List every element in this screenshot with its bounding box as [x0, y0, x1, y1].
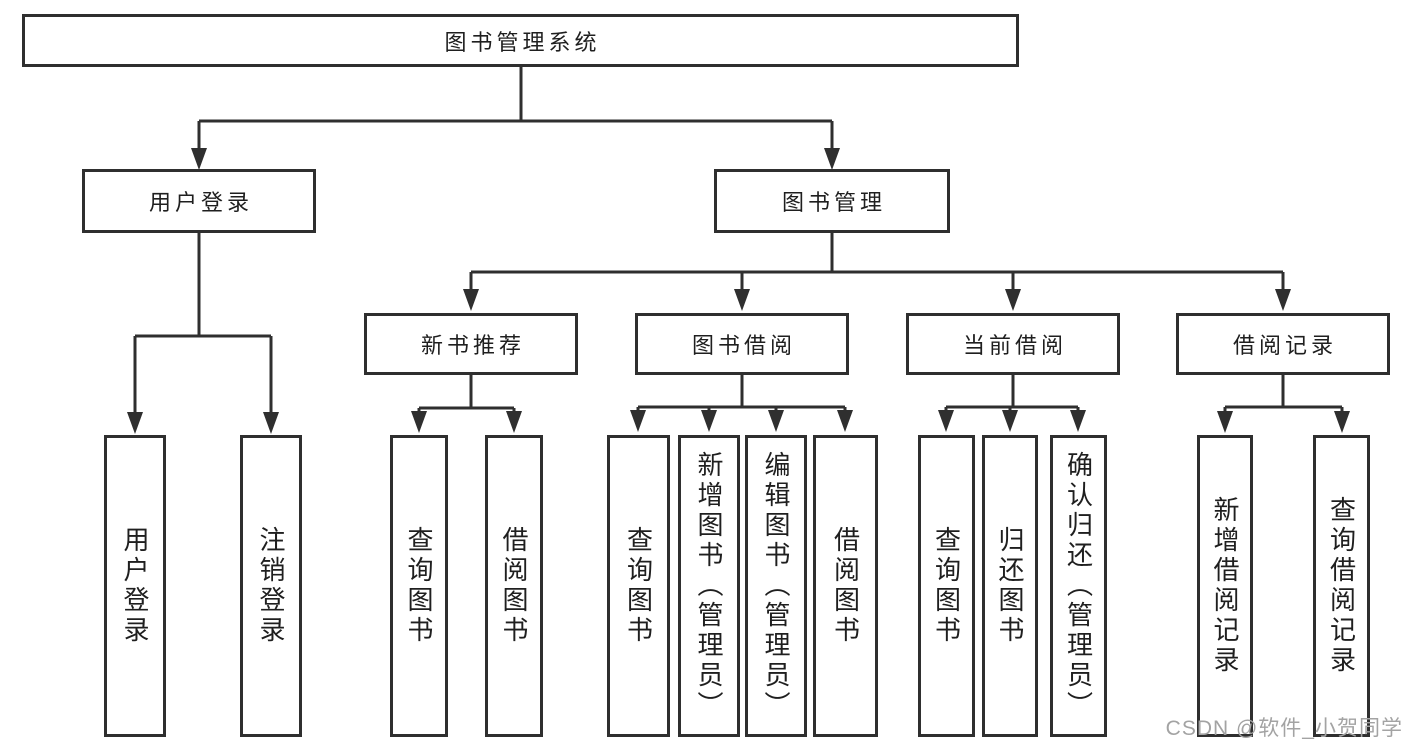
arrowhead	[938, 410, 1086, 432]
leaf-label: 查询借阅记录	[1326, 496, 1357, 676]
leaf-user-login: 用户登录	[104, 435, 166, 737]
leaf-label: 注销登录	[256, 526, 286, 646]
leaf-edit-books-admin: 编辑图书（管理员）	[745, 435, 807, 737]
node-current-borrow: 当前借阅	[906, 313, 1120, 375]
node-new-book-recommend: 新书推荐	[364, 313, 578, 375]
leaf-borrow-books-recommend: 借阅图书	[485, 435, 543, 737]
arrowhead	[411, 411, 522, 433]
leaf-label: 借阅图书	[830, 526, 861, 646]
node-book-borrow: 图书借阅	[635, 313, 849, 375]
node-borrow-records: 借阅记录	[1176, 313, 1390, 375]
leaf-label: 新增图书（管理员）	[694, 451, 724, 721]
connector-recommend-group	[411, 375, 522, 433]
connector-book-management-to-level3	[463, 233, 1291, 311]
node-user-login: 用户登录	[82, 169, 316, 233]
connector-borrow-group	[630, 375, 853, 432]
leaf-label: 归还图书	[995, 526, 1025, 646]
csdn-watermark: CSDN @软件_小贺同学	[1165, 717, 1403, 740]
node-root-library-system: 图书管理系统	[22, 14, 1019, 67]
connector-root-to-level2	[191, 66, 840, 170]
leaf-label: 编辑图书（管理员）	[761, 451, 791, 721]
connector-current-group	[938, 375, 1086, 432]
leaf-label: 查询图书	[404, 526, 434, 646]
leaf-add-books-admin: 新增图书（管理员）	[678, 435, 740, 737]
arrowhead	[191, 148, 840, 170]
leaf-return-books: 归还图书	[982, 435, 1038, 737]
arrowhead	[1217, 411, 1350, 433]
leaf-confirm-return-admin: 确认归还（管理员）	[1050, 435, 1107, 737]
leaf-logout: 注销登录	[240, 435, 302, 737]
leaf-query-books-borrow: 查询图书	[607, 435, 670, 737]
connector-user-login-group	[127, 233, 279, 434]
leaf-label: 查询图书	[623, 526, 654, 646]
node-book-management: 图书管理	[714, 169, 950, 233]
arrowhead	[463, 289, 1291, 311]
leaf-label: 用户登录	[120, 526, 150, 646]
leaf-label: 查询图书	[931, 526, 962, 646]
arrowhead	[630, 410, 853, 432]
leaf-query-books-recommend: 查询图书	[390, 435, 448, 737]
connector-records-group	[1217, 375, 1350, 433]
leaf-label: 确认归还（管理员）	[1063, 451, 1094, 721]
arrowhead	[127, 412, 279, 434]
leaf-query-books-current: 查询图书	[918, 435, 975, 737]
leaf-label: 新增借阅记录	[1210, 496, 1240, 676]
leaf-label: 借阅图书	[499, 526, 529, 646]
leaf-borrow-books: 借阅图书	[813, 435, 878, 737]
leaf-query-borrow-record: 查询借阅记录	[1313, 435, 1370, 737]
leaf-add-borrow-record: 新增借阅记录	[1197, 435, 1253, 737]
